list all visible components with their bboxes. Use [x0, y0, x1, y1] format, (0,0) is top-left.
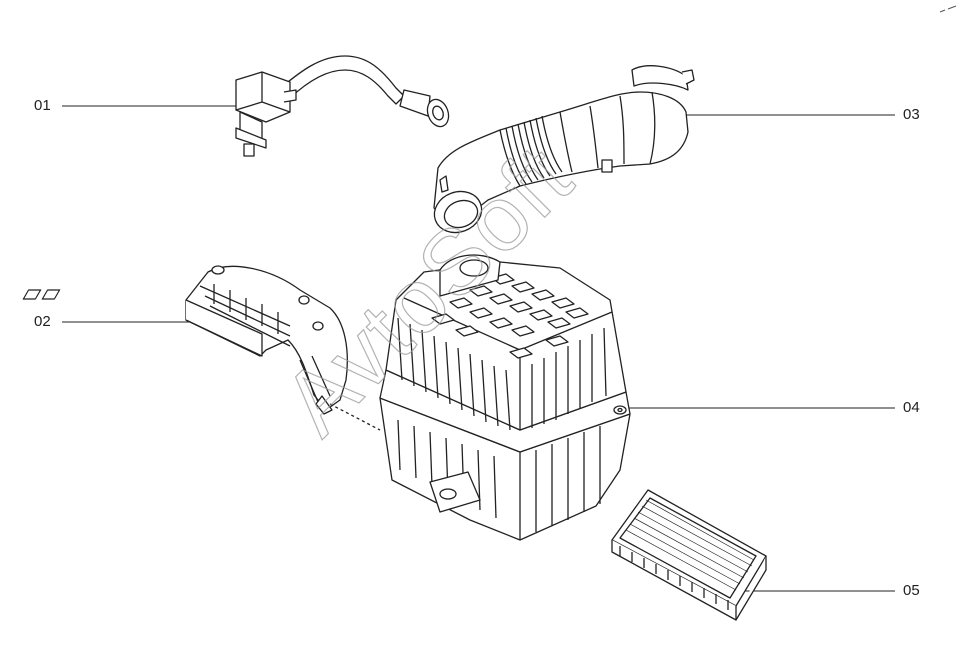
- callout-05: 05: [903, 582, 920, 599]
- callout-02: 02: [34, 313, 51, 330]
- part-03-intake-hose: [433, 65, 695, 234]
- part-05-filter-element: [611, 489, 767, 621]
- callout-01: 01: [34, 97, 51, 114]
- corner-mark-icon: [939, 5, 957, 13]
- part-02-resonator: [22, 265, 381, 431]
- callout-04: 04: [903, 399, 920, 416]
- part-04-air-filter-housing: [379, 254, 631, 541]
- callout-03: 03: [903, 106, 920, 123]
- part-01-vacuum-hose: [235, 55, 450, 157]
